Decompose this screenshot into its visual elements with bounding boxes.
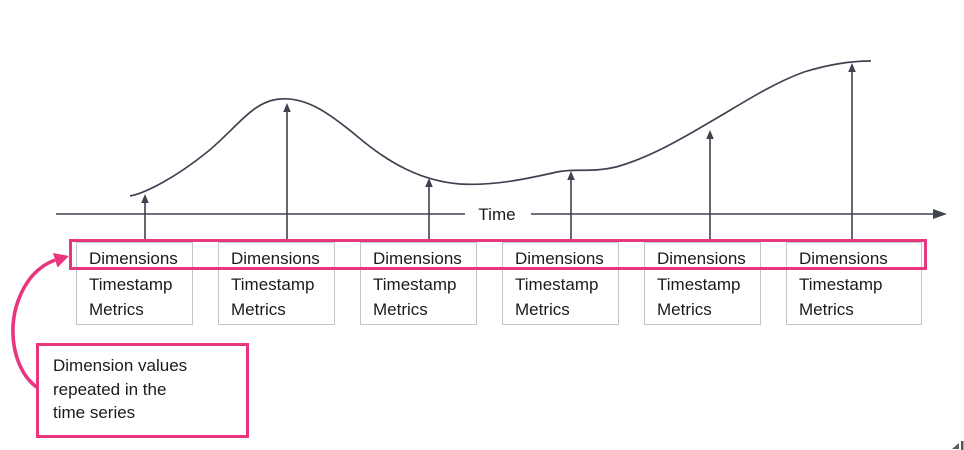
time-series-curve bbox=[129, 60, 872, 197]
record-box: Dimensions Timestamp Metrics bbox=[786, 242, 922, 325]
metrics-label: Metrics bbox=[657, 300, 712, 319]
annotation-line: Dimension values bbox=[53, 356, 188, 375]
timestamp-label: Timestamp bbox=[515, 274, 599, 294]
timestamp-label: Timestamp bbox=[657, 274, 741, 294]
record-box: Dimensions Timestamp Metrics bbox=[644, 242, 761, 325]
up-arrowhead-icon bbox=[283, 103, 291, 112]
timestamp-label: Timestamp bbox=[373, 274, 457, 294]
up-arrowhead-icon bbox=[848, 63, 856, 72]
timestamp-label: Timestamp bbox=[231, 274, 315, 294]
dimensions-label: Dimensions bbox=[89, 249, 178, 268]
annotation-box: Dimension values repeated in the time se… bbox=[36, 343, 249, 438]
dimensions-label: Dimensions bbox=[231, 249, 320, 268]
up-arrowhead-icon bbox=[425, 178, 433, 187]
up-arrowhead-icon bbox=[141, 194, 149, 203]
dimensions-label: Dimensions bbox=[515, 249, 604, 268]
corner-artifact bbox=[952, 441, 964, 450]
data-point-arrows bbox=[141, 63, 856, 240]
metrics-label: Metrics bbox=[799, 300, 854, 319]
record-box: Dimensions Timestamp Metrics bbox=[218, 242, 335, 325]
timestamp-label: Timestamp bbox=[799, 274, 883, 294]
dimensions-label: Dimensions bbox=[657, 249, 746, 268]
annotation-line: repeated in the bbox=[53, 379, 167, 399]
record-box: Dimensions Timestamp Metrics bbox=[360, 242, 477, 325]
record-box: Dimensions Timestamp Metrics bbox=[76, 242, 193, 325]
metrics-label: Metrics bbox=[89, 300, 144, 319]
dimensions-label: Dimensions bbox=[799, 249, 888, 268]
time-axis-label: Time bbox=[478, 205, 515, 224]
annotation-line: time series bbox=[53, 403, 136, 422]
axis-right-arrowhead-icon bbox=[933, 209, 947, 219]
curved-arrowhead-icon bbox=[53, 253, 69, 268]
up-arrowhead-icon bbox=[706, 130, 714, 139]
up-arrowhead-icon bbox=[567, 171, 575, 180]
time-series-plot: Time bbox=[56, 60, 947, 240]
dimensions-label: Dimensions bbox=[373, 249, 462, 268]
metrics-label: Metrics bbox=[231, 300, 286, 319]
timestamp-label: Timestamp bbox=[89, 274, 173, 294]
metrics-label: Metrics bbox=[373, 300, 428, 319]
record-box: Dimensions Timestamp Metrics bbox=[502, 242, 619, 325]
metrics-label: Metrics bbox=[515, 300, 570, 319]
dimensions-highlight-rect bbox=[69, 239, 927, 270]
